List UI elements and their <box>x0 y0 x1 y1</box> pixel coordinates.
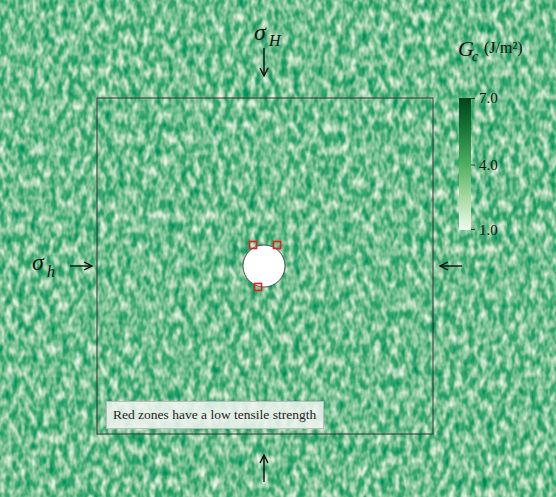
tick-label: 4.0 <box>479 158 498 173</box>
tick-label: 7.0 <box>479 91 498 106</box>
stress-symbol: σ <box>254 20 266 44</box>
modulus-symbol: G <box>458 38 474 60</box>
modulus-subscript: c <box>472 50 478 64</box>
borehole <box>243 245 285 287</box>
load-arrow <box>70 48 462 482</box>
stress-subscript: H <box>269 33 281 49</box>
colorbar <box>459 98 471 230</box>
note-box: Red zones have a low tensile strength <box>106 401 324 429</box>
stress-subscript: h <box>47 264 55 280</box>
weak-zone <box>250 242 281 291</box>
tick-label: 1.0 <box>479 223 498 238</box>
colorbar-tick <box>471 99 475 230</box>
stress-symbol: σ <box>32 250 44 274</box>
rock-domain <box>97 98 433 434</box>
unit-label: (J/m²) <box>484 40 523 56</box>
note-text: Red zones have a low tensile strength <box>113 408 317 422</box>
